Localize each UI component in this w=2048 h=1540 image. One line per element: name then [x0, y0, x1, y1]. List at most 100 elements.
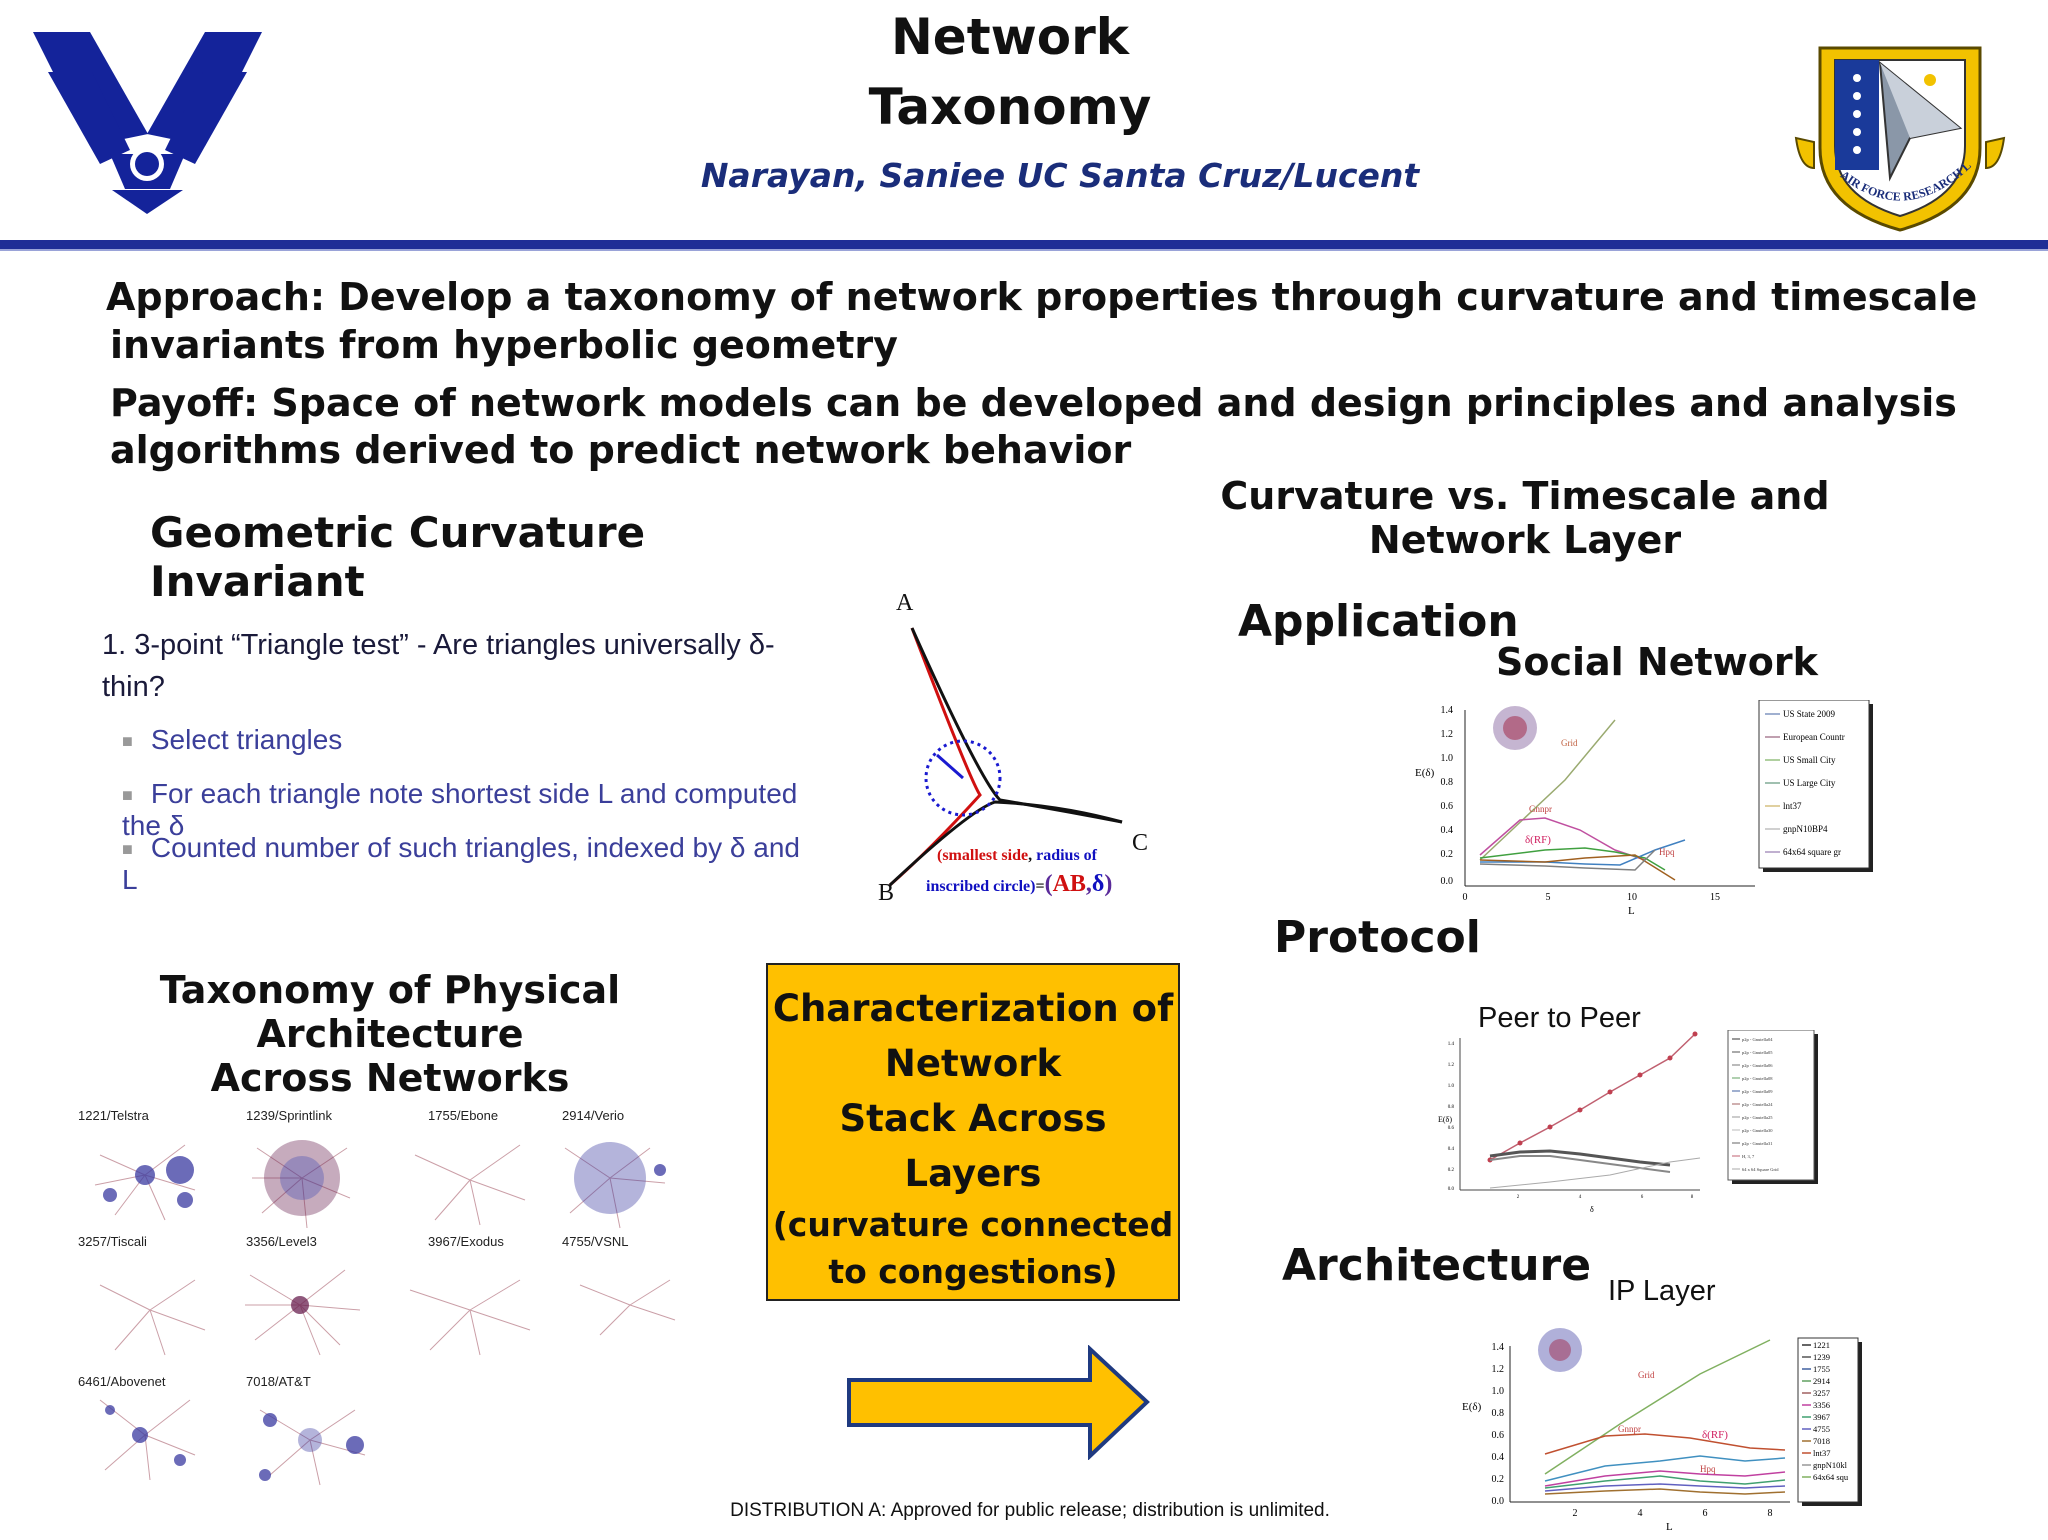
- x-tick: 0: [1463, 892, 1468, 903]
- header-rule: [0, 240, 2048, 249]
- chart-annotation: Gnnpr: [1529, 804, 1552, 814]
- taxonomy-heading: Taxonomy of Physical Architecture Across…: [40, 968, 740, 1100]
- x-axis-label: L: [1666, 1521, 1673, 1533]
- legend-item: 7018: [1813, 1436, 1830, 1446]
- hairball-thumbnail: [1493, 706, 1537, 750]
- y-tick: 0.4: [1441, 825, 1454, 836]
- question-line2: thin?: [102, 671, 165, 703]
- chart-annotation: Gnnpr: [1618, 1424, 1641, 1434]
- payoff-line1: Payoff: Space of network models can be d…: [110, 381, 1957, 425]
- y-tick: 1.4: [1492, 1342, 1505, 1353]
- y-tick: 0.4: [1448, 1147, 1455, 1152]
- distribution-statement: DISTRIBUTION A: Approved for public rele…: [730, 1500, 1330, 1521]
- legend-item: 64 x 64 Square Grid: [1742, 1167, 1779, 1172]
- y-tick: 1.2: [1492, 1364, 1505, 1375]
- y-tick: 1.4: [1448, 1042, 1455, 1047]
- x-tick: 4: [1638, 1508, 1643, 1519]
- chart-annotation: δ(RF): [1525, 834, 1551, 846]
- legend-item: p2p - Gnutella06: [1742, 1063, 1773, 1068]
- characterization-line4: Layers: [904, 1152, 1042, 1195]
- y-tick: 0.0: [1441, 876, 1454, 887]
- network-label: 1755/Ebone: [428, 1108, 499, 1123]
- legend-item: 3967: [1813, 1412, 1830, 1422]
- ip-layer-chart: 1.4 1.2 1.0 0.8 0.6 0.4 0.2 0.0 E(δ) 2 4…: [1400, 1326, 1880, 1536]
- x-axis-label: L: [1628, 905, 1635, 917]
- list-item: ■Counted number of such triangles, index…: [122, 832, 800, 895]
- taxonomy-heading-line1: Taxonomy of Physical Architecture: [159, 968, 621, 1056]
- network-label: 7018/AT&T: [246, 1374, 311, 1389]
- chart-annotation: Grid: [1561, 738, 1578, 748]
- hyperbolic-triangle-figure: A B C (smallest side, radius of inscribe…: [860, 580, 1160, 910]
- y-tick: 1.0: [1492, 1386, 1505, 1397]
- legend-item: 4755: [1813, 1424, 1830, 1434]
- x-tick: 10: [1627, 892, 1637, 903]
- legend-item: p2p - Gnutella30: [1742, 1128, 1773, 1133]
- y-axis-label: E(δ): [1438, 1115, 1452, 1124]
- legend-item: 1221: [1813, 1340, 1830, 1350]
- right-heading-line1: Curvature vs. Timescale and: [1220, 474, 1830, 518]
- legend-item: 3356: [1813, 1400, 1830, 1410]
- hairball-thumbnail: [1538, 1328, 1582, 1372]
- triangle-question: 1. 3-point “Triangle test” - Are triangl…: [102, 624, 822, 708]
- legend-item: p2p - Gnutella24: [1742, 1102, 1773, 1107]
- caption-line2: inscribed circle): [926, 878, 1035, 895]
- network-graphs-image: [94, 1140, 676, 1486]
- caption-red: (smallest side: [937, 847, 1028, 864]
- approach-line2: invariants from hyperbolic geometry: [110, 323, 898, 367]
- caption-ab: AB: [1053, 871, 1086, 897]
- caption-blue: radius of: [1036, 847, 1098, 864]
- x-tick: 8: [1768, 1508, 1773, 1519]
- y-tick: 1.2: [1448, 1063, 1455, 1068]
- peer-to-peer-chart: 1.4 1.2 1.0 0.8 0.6 0.4 0.2 0.0 E(δ) 2 4…: [1430, 1029, 1830, 1220]
- y-tick: 0.6: [1441, 801, 1454, 812]
- legend-item: 1239: [1813, 1352, 1830, 1362]
- legend-item: US Small City: [1783, 755, 1836, 765]
- network-label: 4755/VSNL: [562, 1234, 629, 1249]
- y-tick: 1.2: [1441, 729, 1454, 740]
- curvature-heading: Geometric Curvature Invariant: [150, 508, 646, 606]
- chart-annotation: Grid: [1638, 1370, 1655, 1380]
- characterization-line6: to congestions): [828, 1252, 1118, 1291]
- x-tick: 8: [1691, 1195, 1694, 1200]
- protocol-label: Protocol: [1274, 912, 1481, 963]
- authors: Narayan, Saniee UC Santa Cruz/Lucent: [700, 156, 1420, 195]
- right-heading-line2: Network Layer: [1368, 518, 1682, 562]
- network-label: 3967/Exodus: [428, 1234, 504, 1249]
- y-axis-label: E(δ): [1462, 1401, 1482, 1413]
- y-tick: 0.4: [1492, 1452, 1505, 1463]
- y-tick: 0.2: [1448, 1168, 1455, 1173]
- network-label: 3257/Tiscali: [78, 1234, 147, 1249]
- page-title-line2: Taxonomy: [868, 78, 1152, 136]
- ip-layer-label: IP Layer: [1608, 1275, 1716, 1307]
- legend-item: p2p - Gnutella04: [1742, 1037, 1773, 1042]
- right-panel-heading: Curvature vs. Timescale and Network Laye…: [1220, 474, 1830, 562]
- caption-sep: ,: [1028, 847, 1036, 864]
- chart-annotation: Hpq: [1659, 847, 1675, 857]
- legend-item: p2p - Gnutella08: [1742, 1076, 1773, 1081]
- legend-item: US State 2009: [1783, 709, 1836, 719]
- legend-item: European Countr: [1783, 732, 1845, 742]
- vertex-a-label: A: [896, 590, 914, 616]
- x-tick: 6: [1703, 1508, 1708, 1519]
- y-axis-label: E(δ): [1415, 767, 1435, 779]
- y-tick: 0.6: [1448, 1126, 1455, 1131]
- svg-text:(smallest side, radius of: (smallest side, radius of: [937, 847, 1098, 864]
- header-rule-light: [0, 249, 2048, 251]
- caption-comma: ,: [1086, 871, 1092, 897]
- legend-item: 1755: [1813, 1364, 1830, 1374]
- social-network-label: Social Network: [1496, 640, 1818, 684]
- y-tick: 0.8: [1441, 777, 1454, 788]
- bullet-icon: ■: [122, 731, 133, 752]
- legend-item: 64x64 square gr: [1783, 847, 1841, 857]
- chart-annotation: δ(RF): [1702, 1429, 1728, 1441]
- caption-open: (: [1045, 871, 1053, 897]
- y-tick: 0.2: [1441, 849, 1454, 860]
- right-arrow-icon: [845, 1344, 1150, 1461]
- list-item: ■Select triangles: [122, 724, 343, 755]
- network-label: 1239/Sprintlink: [246, 1108, 332, 1123]
- bullet-icon: ■: [122, 785, 133, 806]
- network-label: 3356/Level3: [246, 1234, 317, 1249]
- legend-item: 2914: [1813, 1376, 1831, 1386]
- legend-item: p2p - Gnutella05: [1742, 1050, 1773, 1055]
- y-tick: 1.0: [1448, 1084, 1455, 1089]
